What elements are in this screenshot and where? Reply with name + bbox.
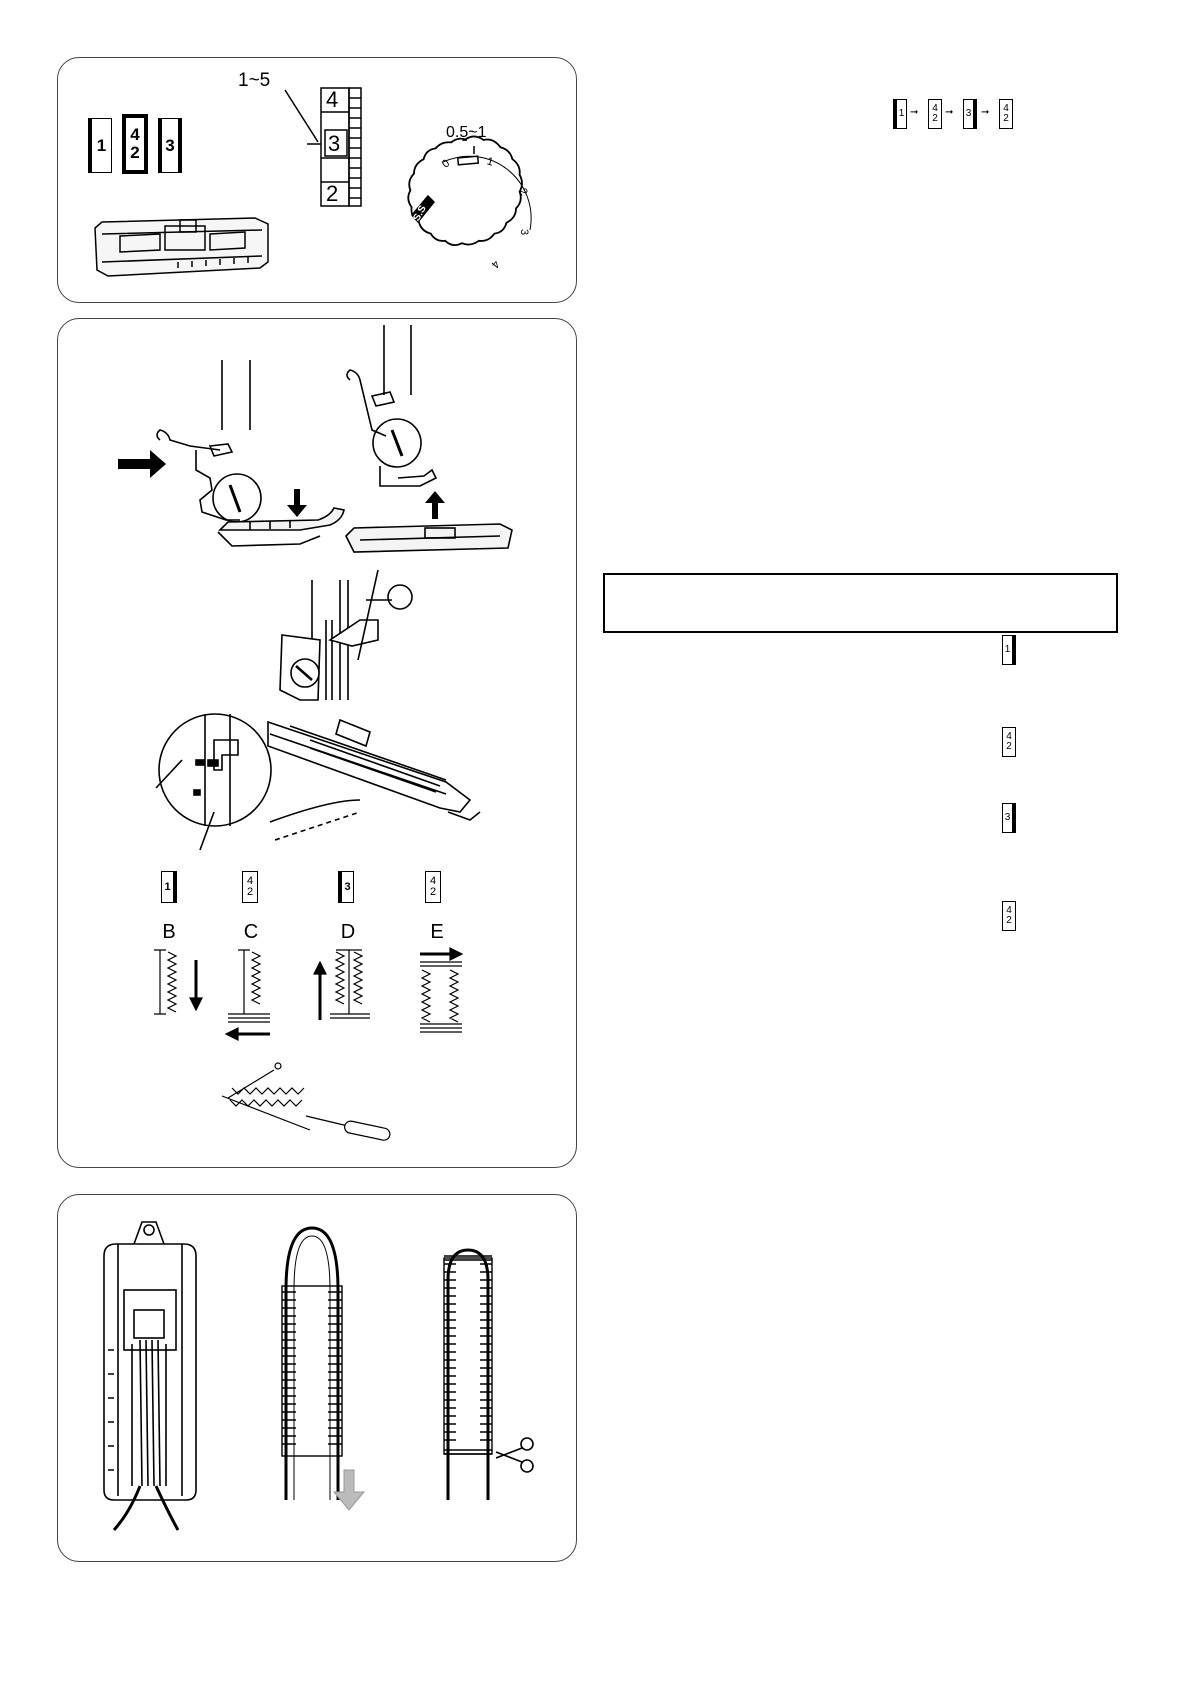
- length-scale-illustration: [284, 87, 362, 207]
- sequence-icon-1: 1: [893, 99, 907, 129]
- pull-down-arrow-icon: [332, 1469, 366, 1511]
- length-range-label: 1~5: [238, 70, 271, 91]
- step-letter-c: C: [243, 921, 259, 943]
- scale-number-2: 2: [326, 181, 339, 206]
- scissors-icon: [495, 1437, 534, 1473]
- step-icon-3: 3: [338, 871, 354, 903]
- arrow-up-icon: [425, 491, 445, 519]
- step-letter-b: B: [162, 921, 176, 943]
- selector-icon-3: 3: [158, 118, 182, 173]
- seam-ripper-illustration: [221, 1062, 391, 1141]
- step-c-stitch-illustration: [224, 949, 270, 1041]
- selector-icon-1: 1: [88, 118, 112, 173]
- corded-buttonhole-pull-illustration: [281, 1226, 343, 1500]
- magnifier-inset-illustration: [155, 713, 361, 851]
- corded-buttonhole-finished-illustration: [443, 1248, 493, 1500]
- step-b-stitch-illustration: [154, 949, 203, 1015]
- buttonhole-foot-on-machine-illustration: [267, 569, 481, 821]
- side-step-icon-1: 1: [1002, 635, 1016, 665]
- note-box: [603, 573, 1118, 633]
- step-letter-d: D: [340, 921, 356, 943]
- step-icon-1: 1: [161, 871, 177, 903]
- density-range-label: 0.5~1: [446, 124, 487, 141]
- presser-foot-attach-illustration: [345, 325, 513, 553]
- sequence-arrow-icon: ➞: [981, 107, 990, 118]
- sequence-icon-3: 3: [963, 99, 977, 129]
- scale-number-3: 3: [328, 131, 341, 156]
- arrow-right-icon: [118, 450, 166, 478]
- step-letter-e: E: [430, 921, 444, 943]
- side-step-icon-3: 3: [1002, 803, 1016, 833]
- arrow-down-icon: [287, 489, 307, 517]
- step-d-stitch-illustration: [313, 949, 370, 1020]
- scale-number-4: 4: [326, 87, 339, 112]
- buttonhole-foot-small-illustration: [94, 217, 269, 277]
- foot-with-cord-illustration: [103, 1221, 197, 1531]
- step-e-stitch-illustration: [420, 947, 464, 1033]
- sequence-arrow-icon: ➞: [945, 107, 954, 118]
- sequence-arrow-icon: ➞: [910, 107, 919, 118]
- stitch-density-dial-illustration: [407, 135, 532, 247]
- presser-foot-remove-illustration: [156, 360, 345, 547]
